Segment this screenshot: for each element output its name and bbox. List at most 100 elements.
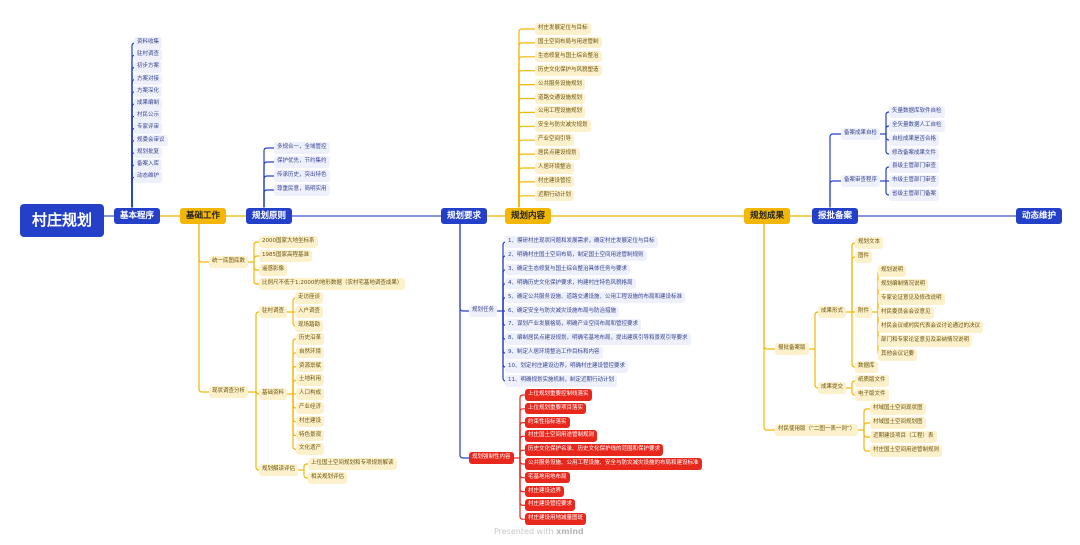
principle-item[interactable]: 传承历史，突出特色 — [274, 170, 330, 182]
procedure-step[interactable]: 驻村调查 — [134, 49, 163, 61]
result-forms-topic[interactable]: 成果形式 — [818, 306, 847, 318]
review-item[interactable]: 省级主管部门备案 — [889, 189, 940, 201]
planning-task-item[interactable]: 2、明确村庄国土空间布局，制定国土空间用途管制规则 — [505, 249, 647, 262]
mandatory-item[interactable]: 上位规划重要项目落实 — [525, 402, 587, 415]
main-topic-requirements[interactable]: 规划要求 — [441, 207, 488, 224]
content-item[interactable]: 居民点建设规划 — [535, 148, 580, 160]
mandatory-item[interactable]: 上位规划重要控制线落实 — [525, 389, 592, 401]
village-survey-item[interactable]: 走访座谈 — [295, 292, 324, 304]
planning-task-item[interactable]: 4、明确历史文化保护要求，构建村庄特色风貌格局 — [505, 277, 636, 290]
content-item[interactable]: 道路交通设施规划 — [535, 92, 586, 104]
main-topic-principles[interactable]: 规划原则 — [246, 207, 293, 224]
mandatory-item[interactable]: 村庄国土空间用途管制规则 — [525, 430, 598, 442]
base-map-item[interactable]: 2000国家大地坐标系 — [259, 236, 318, 248]
procedure-step[interactable]: 专家评审 — [134, 122, 163, 134]
attachment-item[interactable]: 规划编制情况说明 — [878, 279, 929, 291]
attachment-item[interactable]: 村民会议或村民代表会议讨论通过的决议 — [878, 321, 984, 333]
content-item[interactable]: 公用工程设施规划 — [535, 106, 586, 118]
content-item[interactable]: 国土空间布局与用途管制 — [535, 36, 602, 49]
villager-version-item[interactable]: 村域国土空间现状图 — [870, 403, 926, 415]
content-item[interactable]: 人居环境整治 — [535, 162, 575, 174]
content-item[interactable]: 村庄发展定位与目标 — [535, 23, 591, 35]
base-map-item[interactable]: 遥感影像 — [259, 264, 288, 276]
basic-data-item[interactable]: 人口构成 — [296, 388, 325, 400]
villager-version-topic[interactable]: 村民使用版（“二图一表一则”） — [775, 424, 859, 436]
planning-task-item[interactable]: 10、划定村庄建设边界，明确村庄建设管控要求 — [505, 361, 629, 373]
review-procedure-topic[interactable]: 备案审查程序 — [841, 175, 881, 187]
root-topic-village-planning[interactable]: 村庄规划 — [20, 204, 105, 237]
mandatory-item[interactable]: 宅基地用地布局 — [525, 471, 570, 484]
procedure-step[interactable]: 村民公示 — [134, 110, 163, 122]
planning-task-item[interactable]: 6、确定安全与防灾减灾设施布局与防治措施 — [505, 305, 620, 317]
planning-task-item[interactable]: 9、制定人居环境整治工作目标和内容 — [505, 347, 603, 359]
planning-tasks-topic[interactable]: 规划任务 — [469, 305, 498, 317]
procedure-step[interactable]: 规划批复 — [134, 146, 163, 159]
procedure-step[interactable]: 方案深化 — [134, 85, 163, 98]
procedure-step[interactable]: 方案对接 — [134, 73, 163, 86]
main-topic-basic_procedure[interactable]: 基本程序 — [114, 207, 161, 224]
planning-evaluation-topic[interactable]: 规划解读评估 — [259, 464, 299, 476]
review-item[interactable]: 市级主管部门审查 — [889, 175, 940, 187]
basic-data-item[interactable]: 村庄建设 — [296, 415, 325, 428]
planning-task-item[interactable]: 7、谋划产业发展格局，明确产业空间布局和管控要求 — [505, 319, 642, 331]
content-item[interactable]: 公共服务设施规划 — [535, 78, 586, 91]
basic-data-item[interactable]: 自然环境 — [296, 346, 325, 359]
village-survey-topic[interactable]: 驻村调查 — [259, 306, 288, 318]
planning-task-item[interactable]: 5、确定公共服务设施、道路交通设施、公用工程设施的布局和建设标准 — [505, 291, 686, 304]
attachments-topic[interactable]: 附件 — [855, 306, 873, 318]
content-item[interactable]: 安全与防灾减灾规划 — [535, 120, 591, 132]
mandatory-item[interactable]: 约束性指标落实 — [525, 416, 570, 429]
basic-data-item[interactable]: 产业经济 — [296, 402, 325, 414]
procedure-step[interactable]: 初步方案 — [134, 61, 163, 73]
attachment-item[interactable]: 规划说明 — [878, 265, 907, 277]
submission-item[interactable]: 纸质版文件 — [855, 375, 889, 387]
principle-item[interactable]: 保护优先，节约集约 — [274, 156, 330, 168]
self-check-item[interactable]: 全矢量数据人工自检 — [889, 120, 945, 132]
self-check-item[interactable]: 自检成果是否合格 — [889, 134, 940, 146]
self-check-topic[interactable]: 备案成果自检 — [841, 128, 881, 140]
mandatory-item[interactable]: 村庄建设用地减量图斑 — [525, 513, 587, 525]
villager-version-item[interactable]: 村域国土空间规划图 — [870, 417, 926, 429]
villager-version-item[interactable]: 近期建设项目（工程）表 — [870, 431, 937, 443]
approval-version-topic[interactable]: 报批备案版 — [775, 343, 809, 355]
evaluation-item[interactable]: 上位国土空间规划和专项规划解读 — [308, 458, 397, 470]
result-form-item[interactable]: 规划文本 — [855, 237, 884, 249]
basic-data-item[interactable]: 文化遗产 — [296, 443, 325, 455]
main-topic-approval[interactable]: 报批备案 — [812, 207, 859, 224]
basic-data-item[interactable]: 土地利用 — [296, 374, 325, 386]
village-survey-item[interactable]: 入户调查 — [295, 306, 324, 318]
mandatory-item[interactable]: 公共服务设施、公用工程设施、安全与防灾减灾设施的布局和建设标准 — [525, 458, 702, 470]
content-item[interactable]: 产业空间引导 — [535, 134, 575, 146]
main-topic-maintenance[interactable]: 动态维护 — [1016, 207, 1063, 224]
procedure-step[interactable]: 成果编制 — [134, 98, 163, 110]
base-map-topic[interactable]: 统一底图底数 — [209, 256, 249, 268]
result-form-item[interactable]: 图件 — [855, 251, 873, 263]
submission-topic[interactable]: 成果提交 — [818, 382, 847, 394]
procedure-step[interactable]: 动态维护 — [134, 171, 163, 183]
survey-analysis-topic[interactable]: 现状调查分析 — [209, 386, 249, 398]
mandatory-item[interactable]: 村庄建设管控要求 — [525, 499, 576, 511]
content-item[interactable]: 历史文化保护与风貌塑造 — [535, 64, 602, 77]
review-item[interactable]: 县级主管部门审查 — [889, 161, 940, 173]
content-item[interactable]: 生态修复与国土综合整治 — [535, 50, 602, 63]
base-map-item[interactable]: 比例尺不低于1:2000的地形数据（农村宅基地调查成果） — [259, 278, 406, 290]
planning-task-item[interactable]: 8、编制居民点建设规划，明确宅基地布局，提出建筑引导和景观引导要求 — [505, 333, 691, 345]
submission-item[interactable]: 电子版文件 — [855, 389, 889, 401]
basic-data-topic[interactable]: 基础资料 — [259, 388, 288, 400]
attachment-item[interactable]: 其他会议记要 — [878, 349, 918, 361]
main-topic-content[interactable]: 规划内容 — [505, 207, 552, 224]
mandatory-content-topic[interactable]: 规划强制性内容 — [469, 452, 514, 464]
attachment-item[interactable]: 部门和专家论证意见及采纳情况说明 — [878, 335, 973, 347]
self-check-item[interactable]: 矢量数据库软件自检 — [889, 106, 945, 118]
attachment-item[interactable]: 专家论证意见及修改说明 — [878, 293, 945, 305]
procedure-step[interactable]: 资料收集 — [134, 37, 163, 49]
planning-task-item[interactable]: 11、明确规划实施机制，制定近期行动计划 — [505, 375, 617, 387]
procedure-step[interactable]: 备案入库 — [134, 159, 163, 171]
attachment-item[interactable]: 村民委员会会议意见 — [878, 307, 934, 319]
self-check-item[interactable]: 修改备案成果文件 — [889, 148, 940, 160]
content-item[interactable]: 近期行动计划 — [535, 189, 575, 202]
village-survey-item[interactable]: 现场踏勘 — [295, 320, 324, 332]
base-map-item[interactable]: 1985国家高程基准 — [259, 250, 312, 262]
content-item[interactable]: 村庄建设管控 — [535, 175, 575, 188]
mandatory-item[interactable]: 村庄建设边界 — [525, 485, 565, 498]
